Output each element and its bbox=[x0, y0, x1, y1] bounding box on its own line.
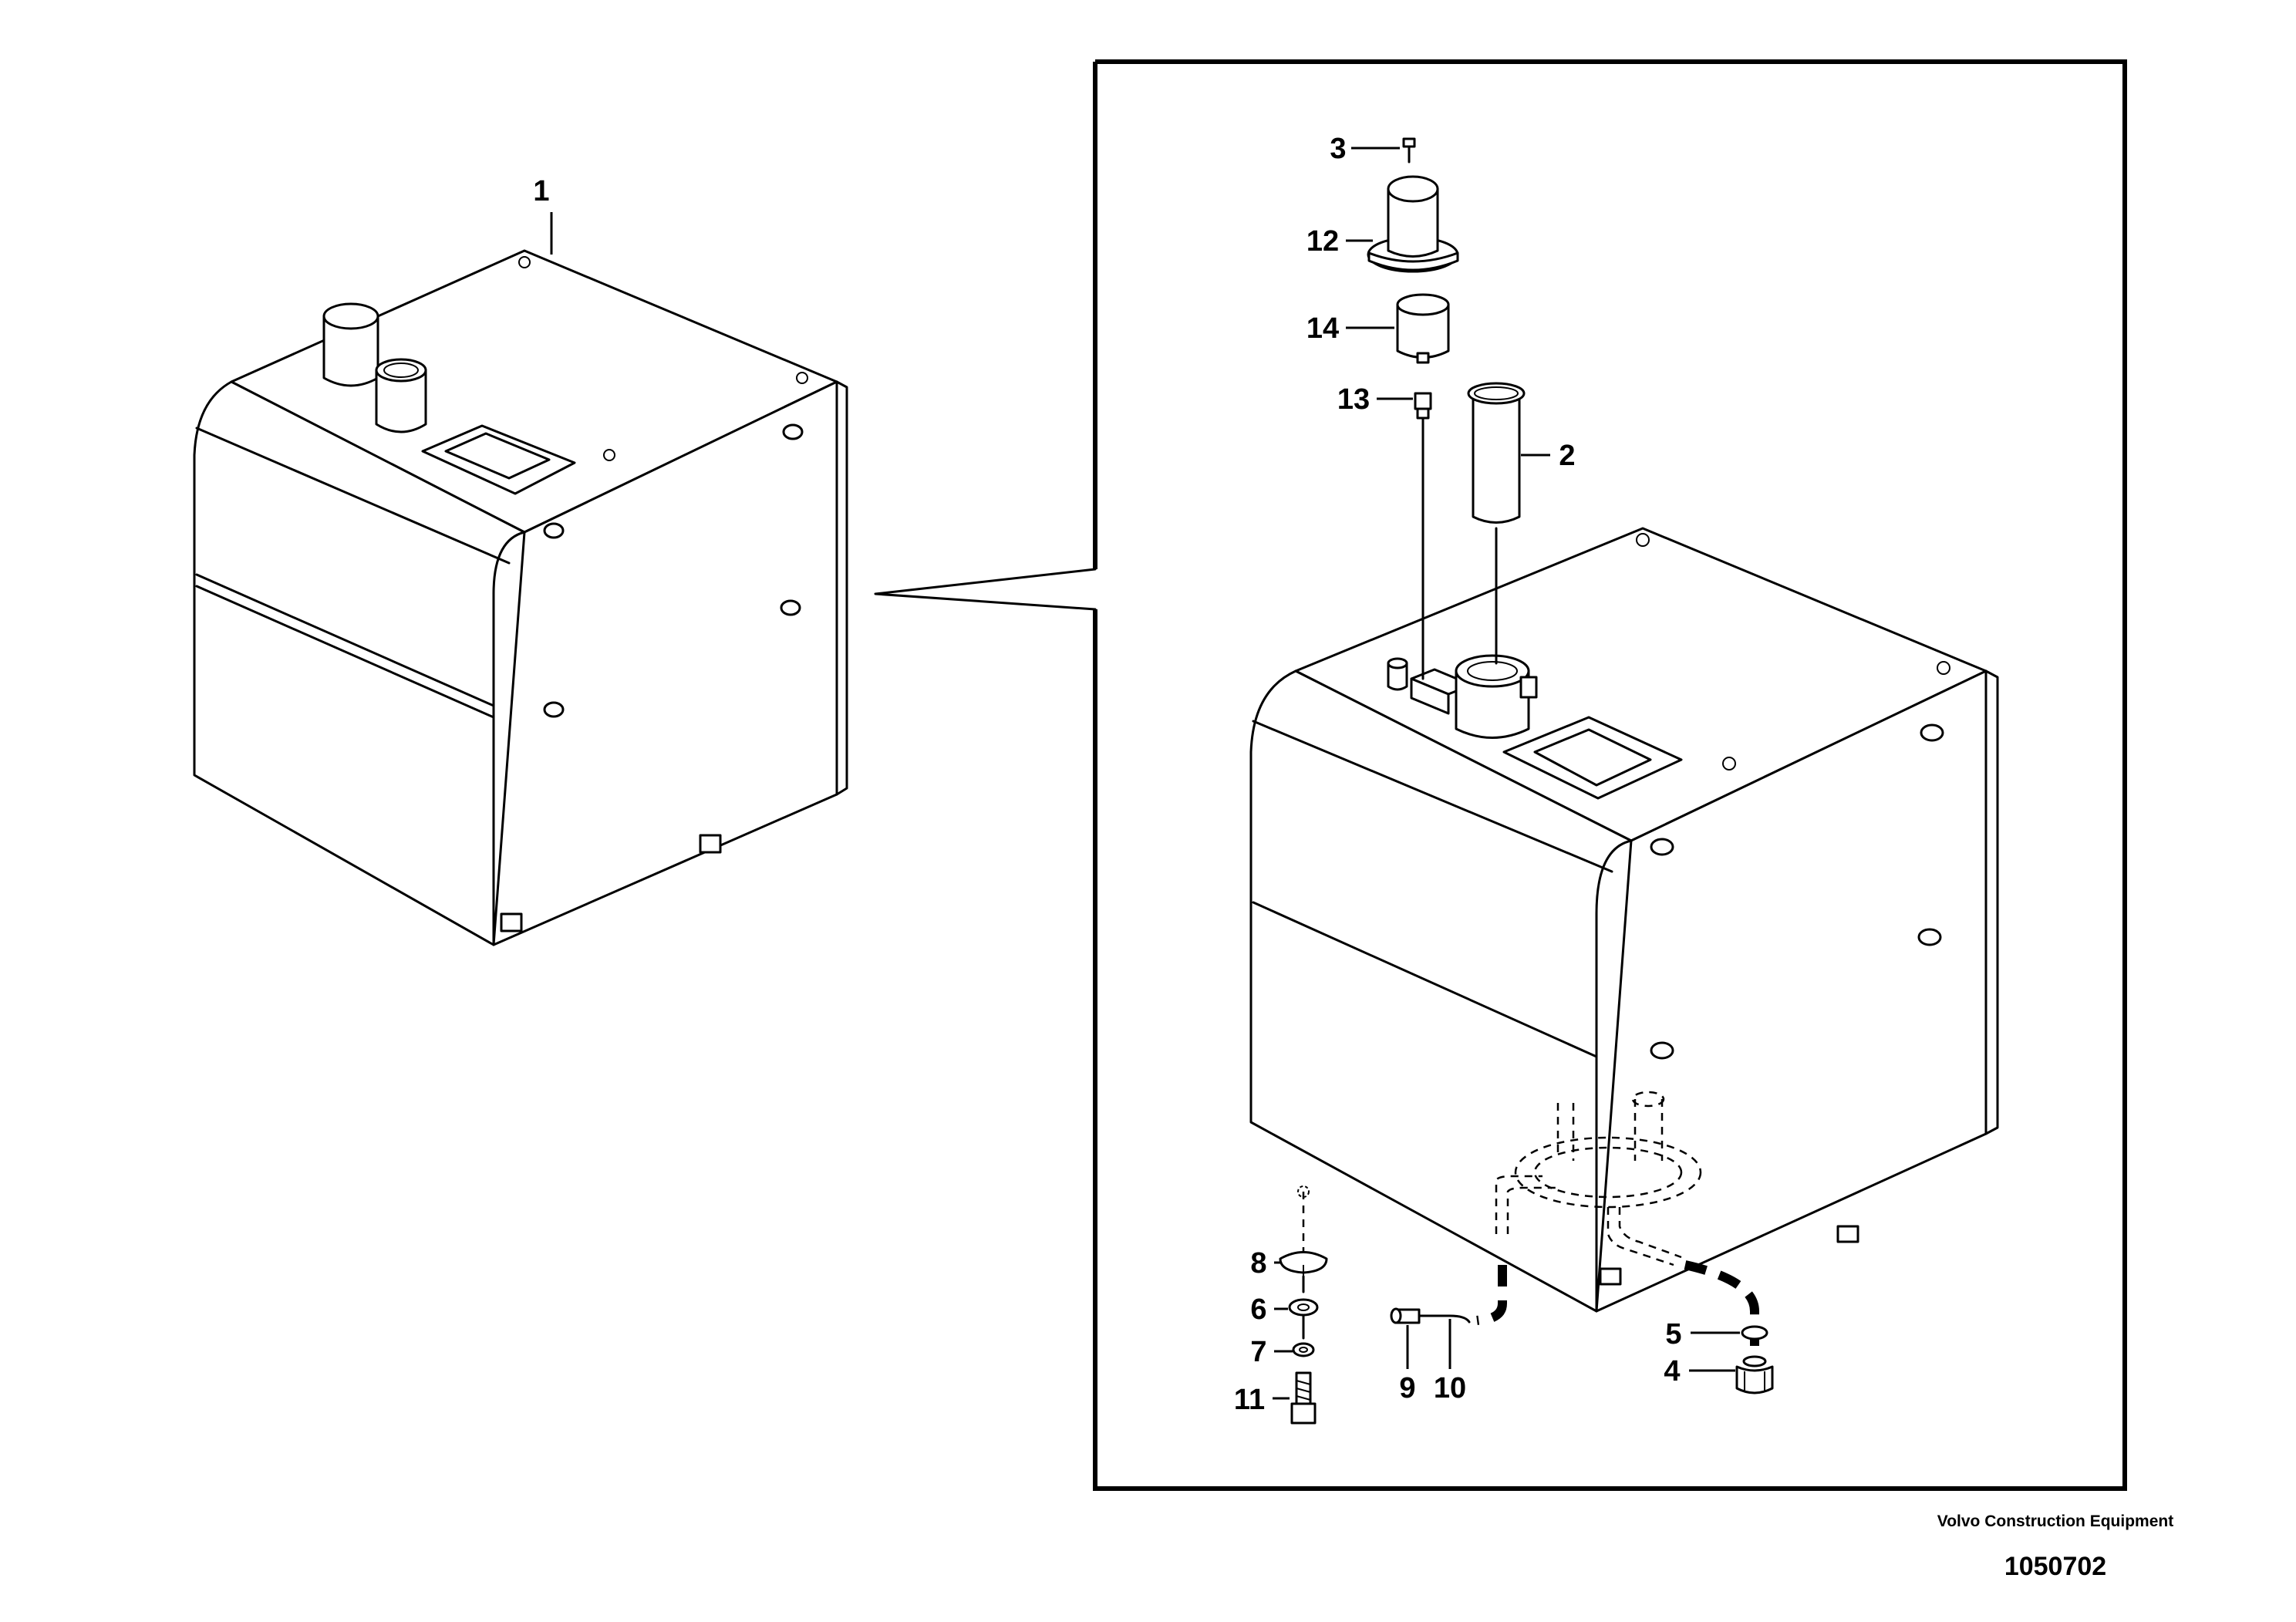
part-12-filter-cap bbox=[1367, 175, 1459, 273]
part-14-filter-element bbox=[1396, 293, 1450, 364]
callout-9: 9 bbox=[1399, 1372, 1415, 1404]
part-6-washer bbox=[1288, 1298, 1319, 1317]
overview-tank bbox=[193, 249, 848, 946]
callout-7: 7 bbox=[1250, 1336, 1266, 1368]
part-7-washer bbox=[1292, 1342, 1315, 1357]
callout-1: 1 bbox=[533, 175, 549, 207]
brand-name: Volvo Construction Equipment bbox=[1937, 1512, 2174, 1530]
part-8-washer bbox=[1279, 1251, 1328, 1280]
part-5-o-ring bbox=[1741, 1325, 1768, 1340]
callout-10: 10 bbox=[1434, 1372, 1466, 1404]
detail-frame bbox=[1093, 59, 2127, 1491]
callout-11: 11 bbox=[1234, 1384, 1265, 1416]
part-2-strainer bbox=[1467, 382, 1526, 665]
callout-3: 3 bbox=[1330, 133, 1346, 165]
callout-12: 12 bbox=[1306, 225, 1339, 258]
part-11-screw bbox=[1290, 1371, 1317, 1425]
callout-4: 4 bbox=[1664, 1355, 1680, 1388]
callout-8: 8 bbox=[1250, 1247, 1266, 1280]
callout-5: 5 bbox=[1665, 1318, 1681, 1351]
detail-tank bbox=[1249, 527, 1999, 1313]
callout-2: 2 bbox=[1559, 440, 1575, 472]
part-13-sender bbox=[1414, 392, 1432, 680]
callout-13: 13 bbox=[1337, 383, 1370, 416]
part-4-drain-plug bbox=[1735, 1355, 1774, 1394]
callout-14: 14 bbox=[1306, 312, 1339, 345]
part-3-bolt bbox=[1402, 137, 1416, 164]
callout-6: 6 bbox=[1250, 1293, 1266, 1326]
drawing-number: 1050702 bbox=[2004, 1552, 2107, 1581]
part-9-10-hose-fitting bbox=[1390, 1307, 1471, 1324]
